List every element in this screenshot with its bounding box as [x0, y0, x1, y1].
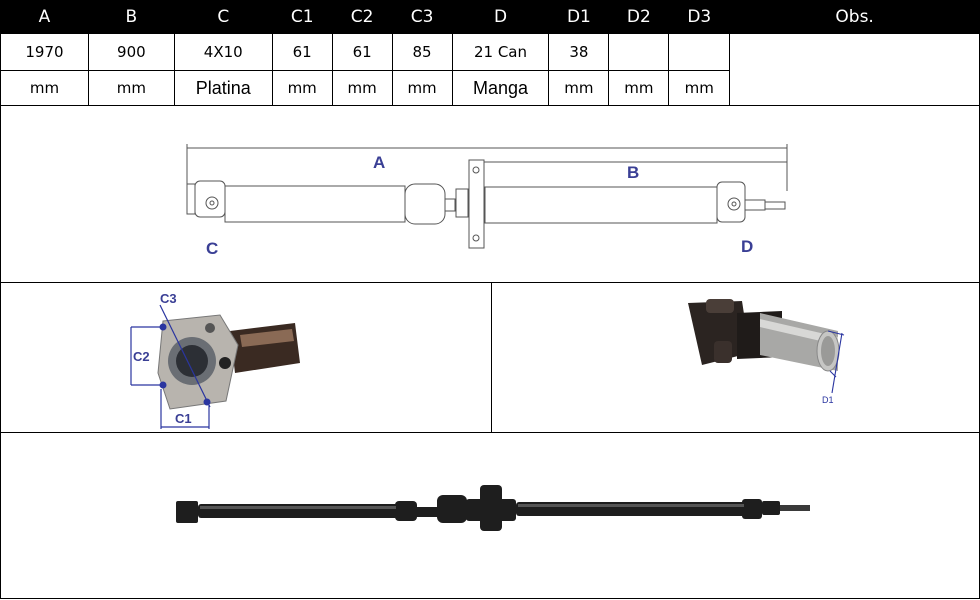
value-b: 900: [87, 33, 175, 71]
value-d2: [608, 33, 670, 71]
sleeve-detail-panel: D1: [492, 283, 980, 432]
col-header-c1: C1: [271, 0, 333, 34]
spec-table: A B C C1 C2 C3 D D1 D2 D3 Obs. 1970 900 …: [0, 0, 980, 106]
label-b: B: [627, 163, 639, 182]
col-header-d2: D2: [608, 0, 670, 34]
unit-c2: mm: [331, 70, 393, 106]
flange-detail-panel: C3 C2 C1: [0, 283, 492, 432]
col-header-c2: C2: [331, 0, 393, 34]
unit-c1: mm: [271, 70, 333, 106]
col-header-d: D: [451, 0, 550, 34]
value-d: 21 Can: [451, 33, 550, 71]
value-c3: 85: [391, 33, 453, 71]
unit-b: mm: [87, 70, 175, 106]
col-header-d1: D1: [548, 0, 610, 34]
unit-a: mm: [0, 70, 89, 106]
value-c1: 61: [271, 33, 333, 71]
col-header-d3: D3: [668, 0, 731, 34]
col-header-a: A: [0, 0, 89, 34]
label-a: A: [373, 153, 385, 172]
d1-dimension-line: [831, 332, 843, 394]
driveshaft-schematic: A B C D: [186, 144, 788, 258]
c3-diagonal: [159, 304, 211, 408]
header-row: A B C C1 C2 C3 D D1 D2 D3 Obs.: [0, 0, 980, 34]
driveshaft-photo-panel: [0, 432, 980, 599]
unit-c: Platina: [173, 70, 273, 106]
col-header-b: B: [87, 0, 175, 34]
value-d3: [668, 33, 731, 71]
value-c: 4X10: [173, 33, 273, 71]
unit-d1: mm: [548, 70, 610, 106]
unit-c3: mm: [391, 70, 453, 106]
universal-joint-image: [688, 301, 750, 365]
label-d: D: [741, 237, 753, 256]
units-row: mm mm Platina mm mm mm Manga mm mm mm: [0, 70, 980, 106]
value-obs: [729, 33, 980, 106]
driveshaft-photo: [176, 485, 810, 531]
label-c2: C2: [133, 349, 150, 364]
col-header-obs: Obs.: [729, 0, 980, 34]
sleeve-photo: D1: [688, 299, 845, 405]
dimension-diagram-panel: A B C D: [0, 105, 980, 283]
unit-d: Manga: [451, 70, 550, 106]
col-header-c3: C3: [391, 0, 453, 34]
label-d1: D1: [822, 395, 834, 405]
value-a: 1970: [0, 33, 89, 71]
label-c1: C1: [175, 411, 192, 426]
label-c3: C3: [160, 291, 177, 306]
unit-d3: mm: [668, 70, 731, 106]
flange-photo: C3 C2 C1: [130, 291, 300, 429]
values-row: 1970 900 4X10 61 61 85 21 Can 38: [0, 33, 980, 106]
col-header-c: C: [173, 0, 273, 34]
value-c2: 61: [331, 33, 393, 71]
unit-d2: mm: [608, 70, 670, 106]
value-d1: 38: [548, 33, 610, 71]
label-c: C: [206, 239, 218, 258]
